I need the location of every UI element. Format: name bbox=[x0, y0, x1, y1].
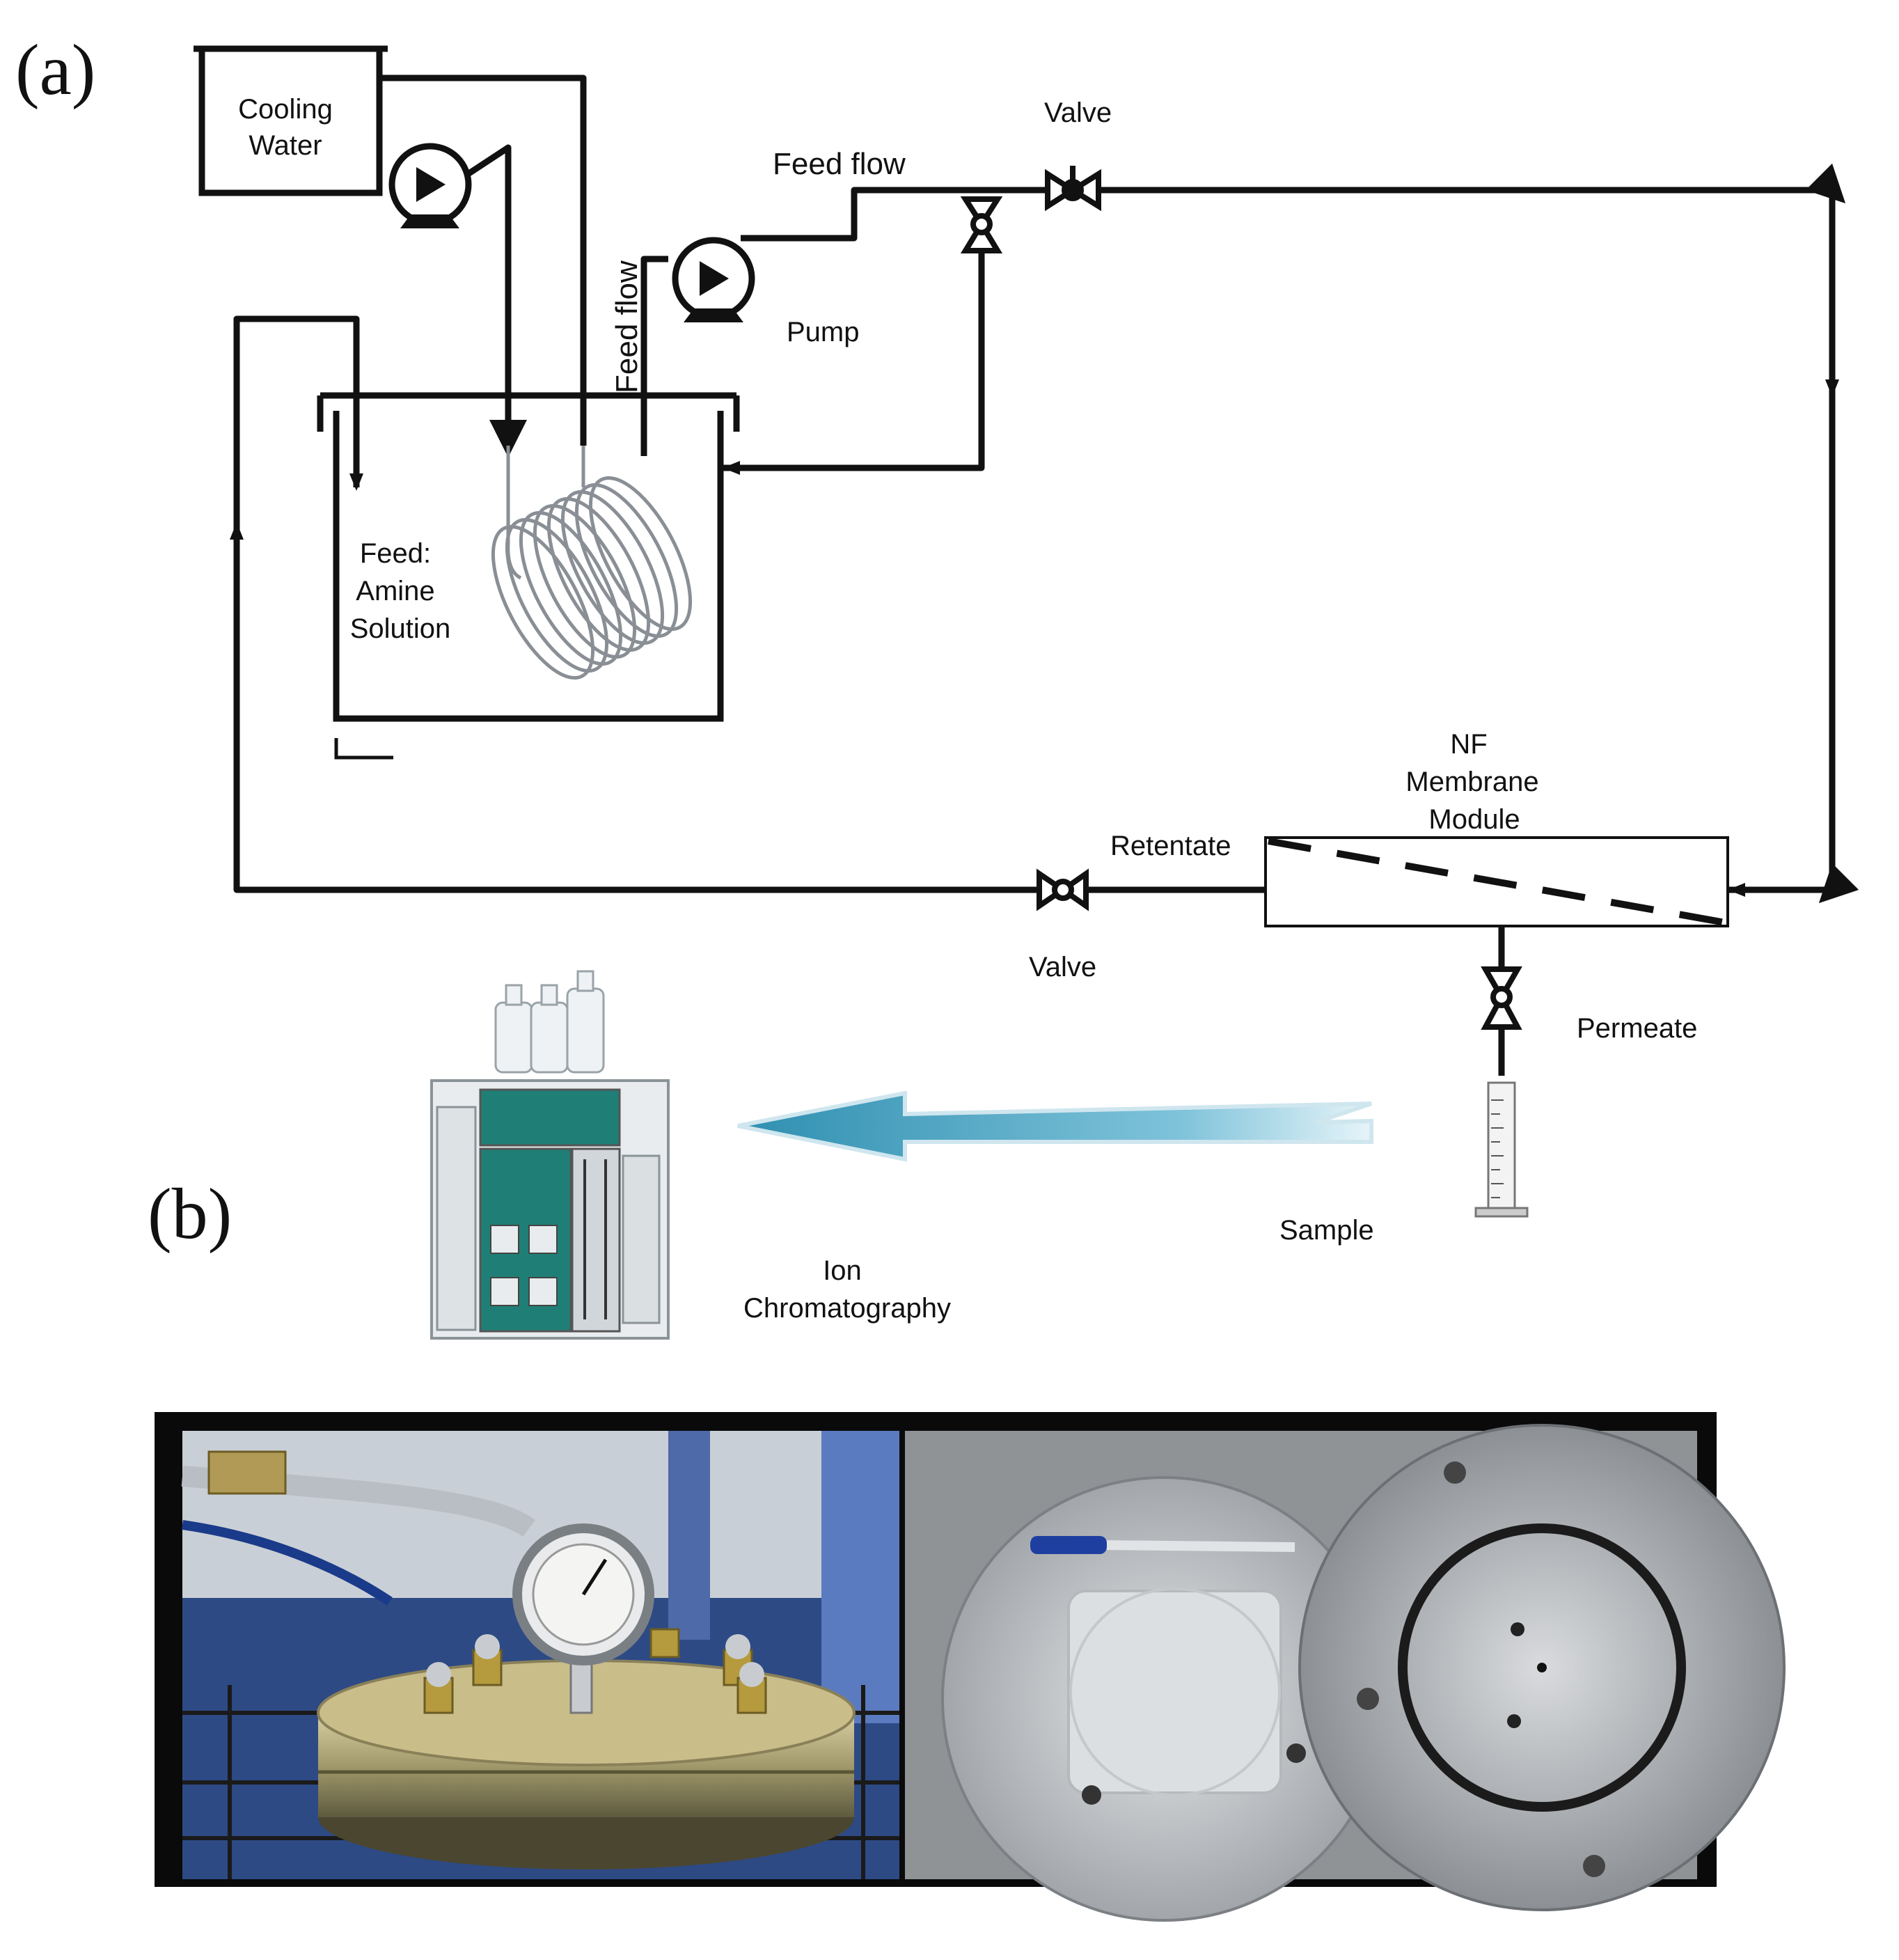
nf-module-label-line1: NF bbox=[1450, 729, 1487, 760]
nf-module-label-line2: Membrane bbox=[1405, 767, 1538, 797]
nf-membrane-module bbox=[1264, 836, 1729, 927]
bypass-valve-icon bbox=[960, 196, 1003, 253]
feed-discharge-line bbox=[741, 187, 1048, 242]
valve-bottom-label: Valve bbox=[1029, 952, 1096, 982]
cooling-supply-line bbox=[457, 144, 527, 457]
nf-module-label-line3: Module bbox=[1428, 804, 1520, 835]
valve-top-label: Valve bbox=[1044, 97, 1112, 128]
pump-label: Pump bbox=[787, 317, 860, 347]
flow-arrow-up-left bbox=[230, 522, 244, 540]
retentate-label: Retentate bbox=[1110, 831, 1231, 861]
cooling-return-line bbox=[379, 75, 587, 446]
graduated-cylinder-icon bbox=[1474, 1081, 1529, 1218]
flow-arrow-into-module bbox=[1728, 883, 1745, 897]
feed-flow-top-label: Feed flow bbox=[773, 147, 906, 181]
piping bbox=[233, 75, 1859, 1076]
permeate-label: Permeate bbox=[1577, 1013, 1697, 1044]
feed-solution-label-line2: Amine bbox=[356, 576, 434, 606]
assembled-cell-photo bbox=[181, 1431, 899, 1879]
flow-arrow-into-tank bbox=[723, 461, 740, 475]
flow-arrow-down-right bbox=[1825, 379, 1839, 397]
main-feed-line bbox=[1098, 163, 1859, 904]
panel-a-label: (a) bbox=[15, 30, 95, 110]
retentate-return-line bbox=[233, 315, 1039, 893]
cooling-water-label-line1: Cooling bbox=[238, 94, 333, 125]
valve-bottom-icon bbox=[1037, 868, 1089, 911]
feed-flow-vertical-label: Feed flow bbox=[610, 260, 644, 393]
panel-b-label: (b) bbox=[148, 1174, 232, 1254]
sample-label: Sample bbox=[1279, 1215, 1374, 1246]
opened-cell-photo bbox=[905, 1424, 1786, 1922]
membrane-cell-photo-panel bbox=[155, 1412, 1786, 1922]
feed-solution-label-line1: Feed: bbox=[360, 538, 431, 569]
ion-chromatography-label-line2: Chromatography bbox=[743, 1293, 951, 1324]
flow-arrow-cooling-in bbox=[501, 428, 515, 446]
cooling-pump-icon bbox=[388, 143, 472, 228]
ion-chromatograph-icon bbox=[430, 970, 670, 1340]
flow-arrow-into-tank-left bbox=[349, 473, 363, 491]
feed-pump-icon bbox=[672, 237, 755, 322]
cooling-coil-icon bbox=[491, 446, 693, 680]
feed-tank bbox=[317, 392, 740, 760]
valve-top-icon bbox=[1045, 166, 1101, 212]
sample-transfer-arrow bbox=[737, 1090, 1373, 1162]
feed-solution-label-line3: Solution bbox=[350, 613, 451, 644]
feed-suction-line bbox=[640, 256, 668, 456]
flow-arrows bbox=[230, 379, 1839, 897]
cooling-water-tank: Cooling Water bbox=[194, 45, 388, 196]
permeate-valve-icon bbox=[1481, 966, 1522, 1030]
bypass-line bbox=[723, 251, 985, 471]
cooling-water-label-line2: Water bbox=[249, 130, 322, 161]
ion-chromatography-label-line1: Ion bbox=[823, 1255, 862, 1286]
